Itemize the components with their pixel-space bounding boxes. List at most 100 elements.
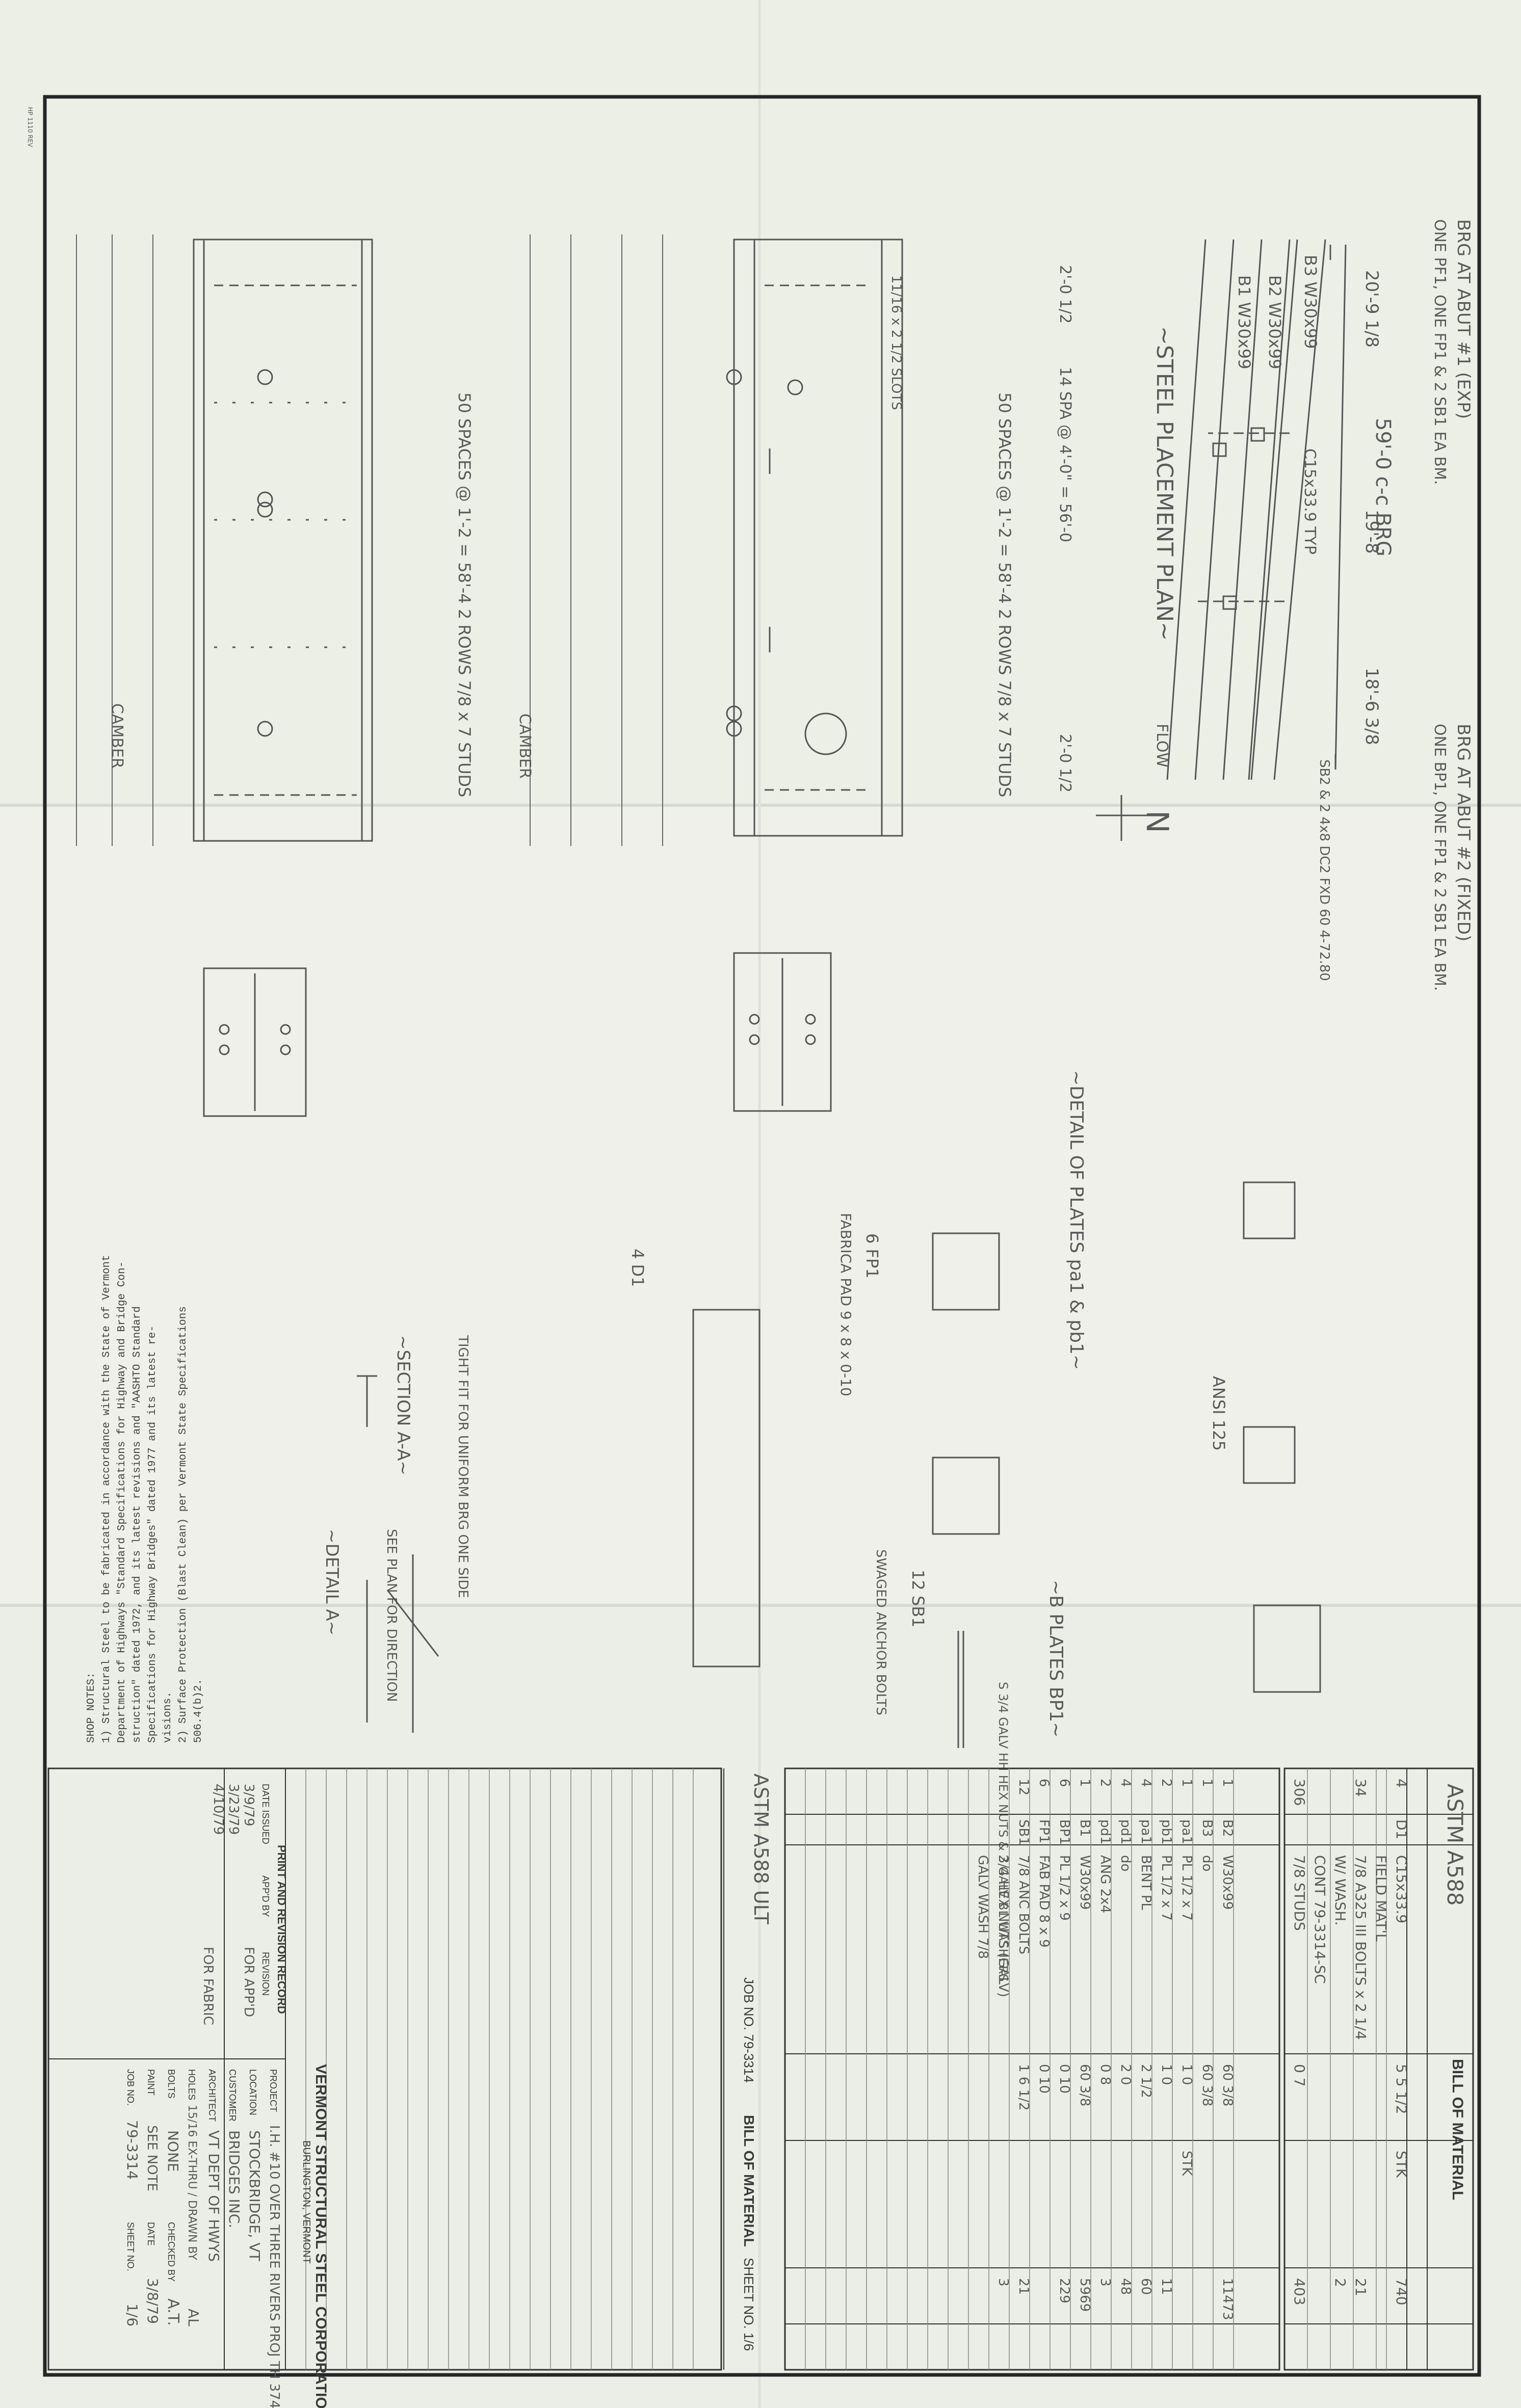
- checked-value: A.T.: [164, 2298, 182, 2326]
- bill-bottom-cell: 60: [1138, 2278, 1153, 2295]
- bill-bottom-cell: W30x99: [1220, 1855, 1235, 1910]
- elevation-dims: [76, 234, 663, 846]
- bill-top-spec: ASTM A588: [1443, 1784, 1467, 1906]
- bill-bottom-cell: BP1: [1057, 1819, 1072, 1845]
- abut2-note: ONE BP1, ONE FP1 & 2 SB1 EA BM.: [1431, 724, 1449, 991]
- project-label: PROJECT: [268, 2069, 278, 2112]
- revision-row-3: 4/10/79: [211, 1784, 226, 1835]
- title-block-grid: [305, 1768, 694, 2370]
- paint-label: PAINT: [146, 2069, 156, 2096]
- bill-bottom-grid: [805, 1768, 1234, 2370]
- bill-bottom-cell: pa1: [1138, 1819, 1153, 1844]
- bill-bottom-cell: ANG 2x4: [1097, 1855, 1113, 1913]
- bill-bottom-cell: STK: [1179, 2151, 1194, 2176]
- bill-bottom-cell: 1: [1220, 1779, 1235, 1787]
- company-city: BURLINGTON, VERMONT: [301, 2140, 312, 2264]
- dim-mid-label: 19'-8: [1361, 510, 1382, 554]
- d1-label: 4 D1: [628, 1249, 647, 1287]
- beam-b1-label: B1 W30x99: [1235, 275, 1254, 369]
- architect-value: VT DEPT OF HWYS: [205, 2130, 222, 2262]
- bill-top-cell: 403: [1291, 2278, 1308, 2305]
- revision-col-rev: REVISION: [260, 1952, 271, 1996]
- fabrica-note: FABRICA PAD 9 x 8 x 0-10: [837, 1213, 854, 1396]
- revision-col-appd: APP'D BY: [260, 1875, 271, 1917]
- plan-title: ~STEEL PLACEMENT PLAN~: [1151, 326, 1177, 641]
- bill-bottom-cell: 6: [1057, 1779, 1072, 1787]
- holes-label: HOLES: [187, 2069, 197, 2100]
- bill-bottom-cell: B3: [1199, 1819, 1215, 1837]
- bill-top-cell: CONT 79-3314-SC: [1312, 1855, 1328, 1984]
- location-value: STOCKBRIDGE, VT: [246, 2130, 263, 2262]
- bill-bottom-cell: 2 0: [1118, 2064, 1133, 2085]
- bill-bottom-cell: 21: [1016, 2278, 1031, 2295]
- bill-bottom-cell: BENT PL: [1138, 1855, 1153, 1911]
- bill-bottom-cell: 60 3/8: [1199, 2064, 1215, 2106]
- sb1-note: SWAGED ANCHOR BOLTS: [873, 1549, 888, 1715]
- detail-a-sketch: [357, 1375, 439, 1733]
- bill-bottom-cell: 48: [1118, 2278, 1133, 2295]
- studs-note-1: 50 SPACES @ 1'-2 = 58'-4 2 ROWS 7/8 x 7 …: [995, 392, 1014, 797]
- bill-top-cell: 740: [1393, 2278, 1410, 2305]
- revision-row-3-rev: FOR FABRIC: [200, 1947, 216, 2025]
- shop-notes-line: visions.: [162, 1691, 174, 1743]
- bill-top-cell: 7/8 A325 III BOLTS x 2 1/4: [1352, 1855, 1369, 2040]
- bill-top-cell: D1: [1393, 1819, 1410, 1839]
- bill-bottom-cell: SB1: [1016, 1819, 1031, 1845]
- bill-top-cell: 5 5 1/2: [1393, 2064, 1410, 2114]
- bill-top-title: BILL OF MATERIAL: [1449, 2059, 1466, 2200]
- bill-top-table: [1283, 1767, 1474, 2371]
- girder-elevation-2: [193, 239, 373, 842]
- dim-right-label: 18'-6 3/8: [1361, 668, 1382, 745]
- customer-label: CUSTOMER: [227, 2069, 238, 2122]
- shop-notes-line: Specifications for Highway Bridges" date…: [147, 1325, 159, 1743]
- checked-label: CHECKED BY: [166, 2222, 176, 2282]
- camber-label-1: CAMBER: [516, 713, 534, 779]
- studs-note-2: 50 SPACES @ 1'-2 = 58'-4 2 ROWS 7/8 x 7 …: [455, 392, 474, 797]
- bill-bottom-cell: FP1: [1036, 1819, 1052, 1843]
- date-value: 3/8/79: [144, 2278, 161, 2324]
- revision-row-2: 3/23/79: [226, 1784, 241, 1835]
- slots-note: 11/16 x 2 1/2 SLOTS: [888, 275, 904, 410]
- plate-details: [692, 1181, 1321, 1748]
- holes-value: 15/16 EX-THRU / DRAWN BY: [186, 2105, 198, 2260]
- bill-bottom-cell: 60 3/8: [1077, 2064, 1092, 2106]
- drawn-by-value: AL: [185, 2309, 202, 2326]
- span-note: 14 SPA @ 4'-0" = 56'-0: [1056, 367, 1074, 542]
- bill-bottom-cell: 2: [1097, 1779, 1113, 1787]
- detail-bp-title: ~B PLATES BP1~: [1045, 1580, 1066, 1737]
- location-label: LOCATION: [248, 2069, 258, 2115]
- bill-bottom-cell: 4: [1118, 1779, 1133, 1787]
- bill-bottom-cell: 0 10: [1036, 2064, 1052, 2094]
- shop-notes-line: 506.4(b)2.: [193, 1678, 204, 1743]
- bill-top-grid: [1307, 1768, 1387, 2370]
- bill-bottom-cell: 4: [1138, 1779, 1153, 1787]
- bill-bottom-cell: PL 1/2 x 7: [1179, 1855, 1194, 1921]
- shop-notes-line: struction" dated 1972, and its latest re…: [132, 1306, 143, 1743]
- north-arrow: [1096, 795, 1147, 841]
- end-dim-left: 2'-0 1/2: [1056, 265, 1074, 324]
- bill-bottom-cell: 1: [1179, 1779, 1194, 1787]
- dim-left-label: 20'-9 1/8: [1361, 270, 1382, 348]
- flow-label: FLOW: [1153, 724, 1171, 768]
- bill-top-cell: 21: [1352, 2278, 1369, 2296]
- bill-bottom-cell: 229: [1057, 2278, 1072, 2304]
- bill-bottom-cell: 7/8 ANC BOLTS: [1016, 1855, 1031, 1954]
- bill-bottom-cell: 2 1/2: [1138, 2064, 1153, 2098]
- job-value: 79-3314: [124, 2120, 141, 2180]
- bill-bottom-cell: do: [1118, 1855, 1133, 1871]
- bill-bottom-cell: pb1: [1159, 1819, 1174, 1845]
- company-name: VERMONT STRUCTURAL STEEL CORPORATION: [312, 2064, 329, 2408]
- bill-top-cell: FIELD MAT'L: [1373, 1855, 1389, 1942]
- bill-bottom-cell: 0 10: [1057, 2064, 1072, 2094]
- bill-bottom-cell: B2: [1220, 1819, 1235, 1837]
- bill-bottom-cell: GALV WASH 7/8: [975, 1855, 990, 1959]
- detail-plates-title: ~DETAIL OF PLATES pa1 & pb1~: [1066, 1070, 1087, 1370]
- bill-top-cell: 34: [1352, 1779, 1369, 1797]
- tight-fit-note: TIGHT FIT FOR UNIFORM BRG ONE SIDE: [455, 1335, 470, 1598]
- bill-bottom-cell: 1: [1077, 1779, 1092, 1787]
- shop-notes-line: 1) Structural Steel to be fabricated in …: [101, 1255, 113, 1743]
- sb1-label: 12 SB1: [908, 1570, 928, 1628]
- paint-value: SEE NOTE: [144, 2125, 160, 2191]
